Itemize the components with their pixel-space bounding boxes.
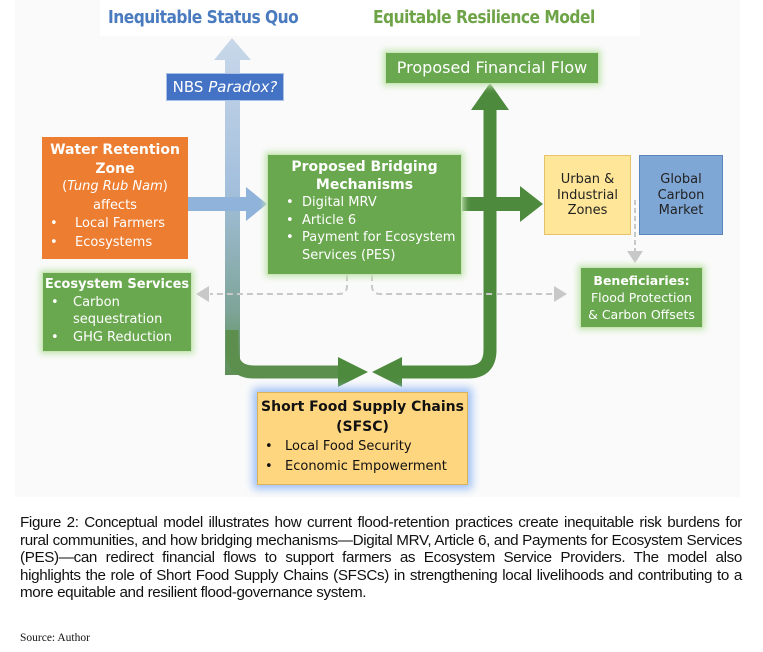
left-loop-arrowhead [338,357,368,387]
water-retention-item: •Local Farmers [50,216,165,231]
bridging-to-urban-arrowhead [520,186,543,222]
bridging-item: •Payment for Ecosystem [286,230,456,245]
dashed-down-arrowhead [627,251,643,263]
bridging-item: •Article 6 [286,212,357,228]
sfsc-item: •Local Food Security [265,439,412,454]
water-retention-item: •Ecosystems [50,234,153,250]
water-to-bridging-shaft [188,197,248,211]
dashed-to-beneficiaries [371,275,555,295]
heading-inequitable-status-quo: Inequitable Status Quo [108,7,299,28]
bridging-item-cont: Services (PES) [302,247,396,263]
title-strip [100,0,640,36]
dashed-left-arrowhead [196,286,209,302]
ecosystem-services-box: Ecosystem Services •Carbon sequestration… [42,272,192,352]
carbon-market-line: Market [658,203,704,218]
water-retention-subtitle: (Tung Rub Nam) [62,179,168,194]
sfsc-box: Short Food Supply Chains (SFSC) •Local F… [257,392,468,485]
water-retention-affects: affects [93,197,137,213]
financial-flow-label: Proposed Financial Flow [396,58,588,77]
figure-caption: Figure 2: Conceptual model illustrates h… [20,514,742,602]
ecosystem-services-item: •GHG Reduction [51,329,173,345]
nbs-paradox-tag: NBS Paradox? [166,73,284,101]
urban-line: Zones [567,203,608,218]
sfsc-item: •Economic Empowerment [265,458,447,474]
diagram-connectors [188,38,643,387]
water-retention-title-2: Zone [95,160,135,177]
right-loop-arrowhead [372,357,402,387]
urban-industrial-zones-box: Urban & Industrial Zones [544,155,631,235]
water-to-bridging-arrowhead [246,187,267,221]
left-loop-arrow [225,330,340,379]
bridging-title-1: Proposed Bridging [291,159,438,175]
dashed-to-ecosystem-services [210,275,348,295]
ecosystem-services-title: Ecosystem Services [44,277,190,292]
bridging-mechanisms-box: Proposed Bridging Mechanisms •Digital MR… [267,154,462,275]
carbon-market-line: Carbon [657,187,705,203]
heading-equitable-resilience-model: Equitable Resilience Model [373,7,595,28]
water-retention-title-1: Water Retention [50,142,180,158]
right-loop-arrow [400,110,497,379]
urban-line: Industrial [557,187,618,203]
bridging-to-urban-shaft [462,197,524,211]
proposed-financial-flow-box: Proposed Financial Flow [385,52,599,84]
urban-line: Urban & [560,172,615,187]
beneficiaries-line: Flood Protection [590,290,693,305]
bridging-item: •Digital MRV [286,195,377,210]
water-retention-zone-box: Water Retention Zone (Tung Rub Nam) affe… [42,137,188,259]
ecosystem-services-item-cont: sequestration [73,312,163,327]
sfsc-title-2: (SFSC) [336,418,389,435]
global-carbon-market-box: Global Carbon Market [639,155,723,235]
dashed-right-arrowhead [554,286,567,302]
ecosystem-services-item: •Carbon [51,294,120,310]
bridging-title-2: Mechanisms [315,176,414,193]
financial-flow-arrowhead [471,83,509,110]
nbs-paradox-prefix: NBS [172,78,209,96]
carbon-market-line: Global [660,172,702,187]
beneficiaries-title: Beneficiaries: [593,273,690,288]
beneficiaries-box: Beneficiaries: Flood Protection & Carbon… [580,267,703,328]
sfsc-title-1: Short Food Supply Chains [261,399,464,415]
nbs-paradox-italic: Paradox? [208,78,278,96]
beneficiaries-line: & Carbon Offsets [588,307,695,322]
figure-source: Source: Author [20,632,90,644]
